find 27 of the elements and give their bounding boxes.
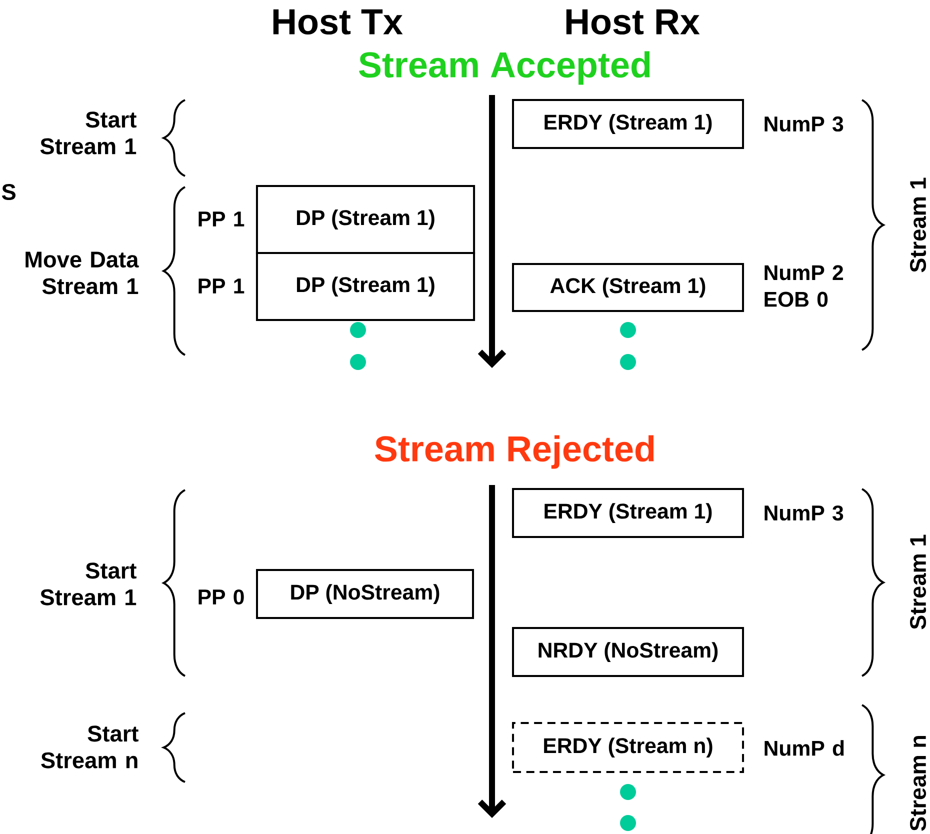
- packet-label: PP 1: [198, 212, 244, 226]
- message-box: ERDY (Stream n): [512, 722, 744, 774]
- brace-label: Stream n: [910, 736, 926, 831]
- brace-label: Move Data Stream 1: [26, 252, 139, 294]
- text-fragment: S: [2, 184, 16, 200]
- packet-label: NumP d: [764, 740, 844, 756]
- brace-label: Start Stream n: [41, 726, 138, 768]
- message-box: ERDY (Stream 1): [512, 488, 744, 538]
- packet-label: NumP 2 EOB 0: [764, 265, 844, 307]
- message-box: ERDY (Stream 1): [512, 99, 744, 149]
- column-heading: Host Rx: [566, 9, 700, 35]
- packet-label: PP 1: [198, 278, 244, 294]
- message-box: DP (Stream 1): [256, 185, 476, 254]
- message-box: DP (Stream 1): [256, 252, 476, 321]
- message-box: NRDY (NoStream): [512, 627, 744, 677]
- packet-label: NumP 3: [764, 116, 844, 132]
- message-box: DP (NoStream): [256, 569, 474, 619]
- column-heading: Host Tx: [273, 9, 403, 35]
- brace-label: Stream 1: [910, 178, 926, 272]
- packet-label: PP 0: [198, 589, 244, 605]
- packet-label: NumP 3: [764, 505, 844, 521]
- brace-label: Stream 1: [910, 534, 926, 630]
- section-title: Stream Accepted: [359, 51, 650, 85]
- message-box: ACK (Stream 1): [512, 263, 744, 312]
- brace-label: Start Stream 1: [40, 562, 136, 606]
- brace-label: Start Stream 1: [40, 112, 136, 154]
- section-title: Stream Rejected: [375, 435, 654, 469]
